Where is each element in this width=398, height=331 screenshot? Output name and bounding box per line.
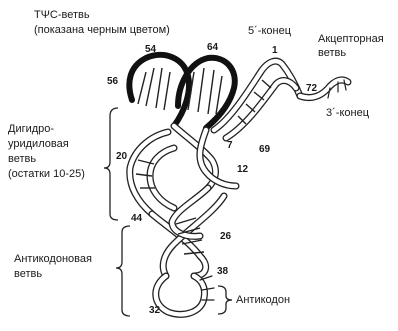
anticodon-label: Антикодон (236, 294, 290, 306)
residue-26: 26 (220, 231, 232, 242)
d-arm-label-line4: (остатки 10-25) (8, 168, 85, 180)
anticodon-arm-bracket (116, 226, 130, 316)
residue-20: 20 (116, 151, 128, 162)
residue-38: 38 (217, 266, 229, 277)
acceptor-arm-title: Акцепторная (318, 33, 384, 45)
anticodon-arm-label-line2: ветвь (14, 268, 42, 280)
anticodon-loop (156, 276, 214, 314)
residue-64: 64 (207, 42, 219, 53)
five-prime-end-label: 5´-конец (248, 25, 292, 37)
tpsic-arm (129, 55, 234, 128)
d-arm (130, 132, 174, 214)
residue-44: 44 (131, 213, 143, 224)
residue-69: 69 (259, 144, 271, 155)
residue-32: 32 (149, 305, 161, 316)
d-arm-label-line1: Дигидро- (8, 123, 54, 135)
acceptor-arm-subtitle: ветвь (318, 47, 346, 59)
anticodon-bracket (218, 286, 232, 314)
d-arm-label-line3: ветвь (8, 153, 36, 165)
residue-56: 56 (107, 76, 119, 87)
residue-7: 7 (227, 140, 233, 151)
tpsic-arm-note: (показана черным цветом) (34, 24, 170, 36)
residue-54: 54 (145, 44, 157, 55)
d-arm-bracket (104, 108, 118, 220)
three-prime-end-label: 3´-конец (326, 107, 370, 119)
anticodon-arm-label-line1: Антикодоновая (14, 253, 92, 265)
residue-1: 1 (272, 45, 278, 56)
tpsic-arm-title: TΨC-ветвь (34, 9, 90, 21)
residue-72: 72 (306, 83, 318, 94)
d-arm-label-line2: уридиловая (8, 138, 69, 150)
residue-12: 12 (237, 164, 249, 175)
